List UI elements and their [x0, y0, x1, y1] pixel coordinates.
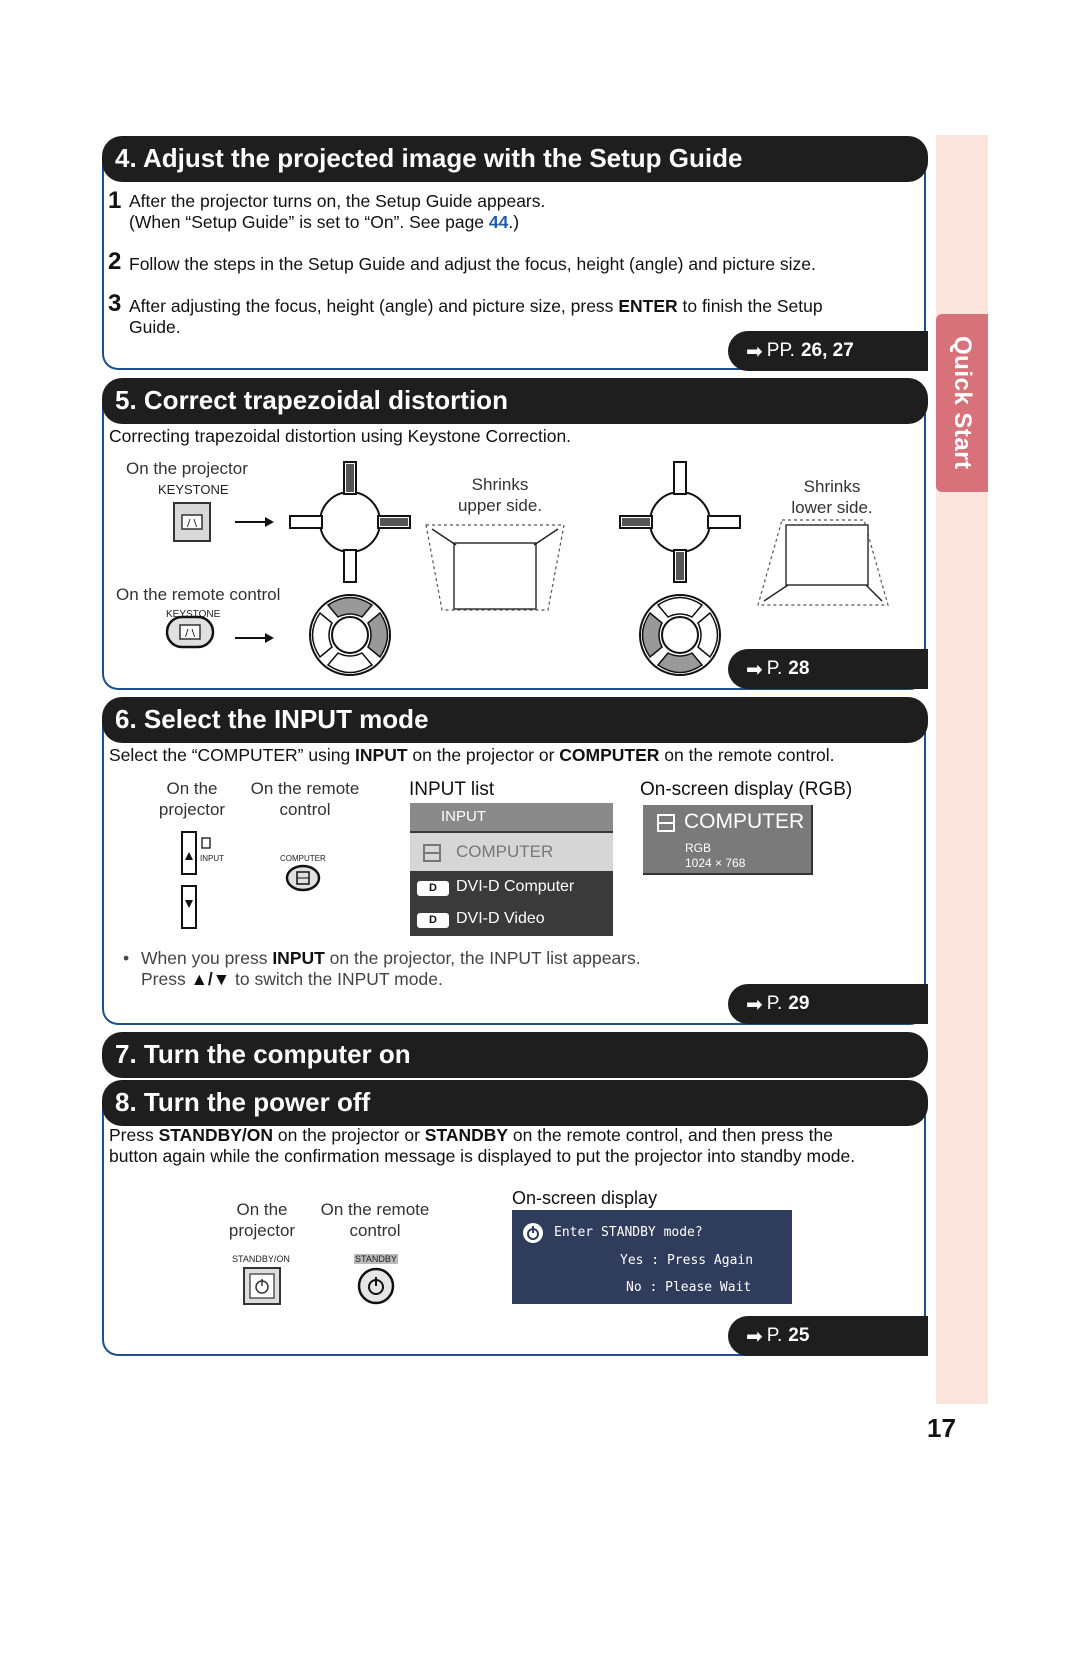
input-list-item[interactable]: DVI-D Video: [456, 910, 545, 927]
section-6-bullet: •: [123, 948, 130, 968]
keystone-label: KEYSTONE: [158, 482, 229, 497]
arrow-right-icon: [235, 633, 274, 643]
step-3-text: After adjusting the focus, height (angle…: [129, 296, 823, 337]
section-8-instructions: Press STANDBY/ON on the projector or STA…: [109, 1125, 856, 1166]
section-6-note: When you press INPUT on the projector, t…: [141, 948, 641, 989]
projector-input-button[interactable]: [180, 830, 220, 930]
computer-icon: [657, 814, 675, 832]
page-number: 17: [927, 1413, 956, 1443]
remote-keystone-button[interactable]: / \: [165, 615, 215, 649]
keystone-diagram: / \ / \: [165, 461, 889, 676]
on-the-projector-label: On the projector: [126, 459, 248, 478]
section-5-page-ref[interactable]: ➡P.28: [728, 649, 928, 689]
standby-osd-panel: [512, 1210, 792, 1304]
standby-on-label: STANDBY/ON: [232, 1254, 290, 1264]
section-6-page-ref[interactable]: ➡P.29: [728, 984, 928, 1024]
lower-side-shrink-figure: [757, 519, 889, 606]
input-list-title: INPUT list: [409, 779, 495, 800]
power-icon: [523, 1223, 543, 1243]
on-the-remote-label: On the remote control: [116, 585, 281, 604]
step-2-text: Follow the steps in the Setup Guide and …: [129, 254, 816, 274]
section-5-title: 5. Correct trapezoidal distortion: [115, 385, 508, 415]
upper-side-shrink-figure: [425, 524, 565, 611]
projector-keystone-button[interactable]: / \: [173, 502, 211, 542]
remote-computer-button[interactable]: [284, 864, 324, 894]
arrow-right-icon: ➡: [746, 993, 763, 1016]
quick-start-tab-label: Quick Start: [949, 336, 976, 470]
projector-input-label: INPUT: [200, 854, 224, 863]
osd-rgb-source: COMPUTER: [684, 810, 805, 833]
section-6-header: 6. Select the INPUT mode: [102, 697, 928, 743]
arrow-right-icon: ➡: [746, 1325, 763, 1348]
remote-dpad-up-right[interactable]: [309, 594, 391, 676]
osd-rgb-panel: [643, 805, 813, 875]
svg-text:/ \: / \: [185, 628, 196, 639]
section-4-title: 4. Adjust the projected image with the S…: [115, 143, 743, 173]
section-7-title: 7. Turn the computer on: [115, 1039, 411, 1069]
projector-standby-button[interactable]: [242, 1266, 282, 1306]
section-4-page-ref[interactable]: ➡PP.26, 27: [728, 331, 928, 371]
section-4-header: 4. Adjust the projected image with the S…: [102, 136, 928, 182]
section-6-title: 6. Select the INPUT mode: [115, 704, 429, 734]
section-5-intro: Correcting trapezoidal distortion using …: [109, 426, 572, 446]
projector-cross-pad-down[interactable]: [619, 461, 741, 583]
remote-keystone-label: KEYSTONE: [166, 609, 221, 620]
projector-cross-pad-up[interactable]: [289, 461, 411, 583]
arrow-right-icon: ➡: [746, 340, 763, 363]
section-7-header: 7. Turn the computer on: [102, 1032, 928, 1078]
svg-text:/ \: / \: [187, 518, 198, 529]
osd-rgb-resolution: 1024 × 768: [685, 856, 746, 870]
step-1-text: After the projector turns on, the Setup …: [129, 191, 546, 232]
remote-standby-button[interactable]: [356, 1266, 396, 1306]
step-1-number: 1: [108, 187, 122, 214]
section-6-intro: Select the “COMPUTER” using INPUT on the…: [109, 745, 835, 765]
section-5-header: 5. Correct trapezoidal distortion: [102, 378, 928, 424]
quick-start-tab[interactable]: [936, 314, 988, 492]
standby-osd-yes: Yes : Press Again: [620, 1253, 754, 1268]
standby-osd-title: On-screen display: [512, 1188, 658, 1208]
arrow-right-icon: [235, 517, 274, 527]
section-8-page-ref[interactable]: ➡P.25: [728, 1316, 928, 1356]
input-list-item-selected[interactable]: COMPUTER: [410, 833, 613, 871]
computer-icon: [423, 844, 441, 862]
input-list-item[interactable]: DVI-D Computer: [456, 878, 575, 895]
section-5-box: [102, 398, 926, 690]
dvi-badge: D: [417, 913, 449, 928]
remote-dpad-down-left[interactable]: [639, 594, 721, 676]
osd-rgb-title: On-screen display (RGB): [640, 779, 853, 800]
section-6-box: [102, 717, 926, 1025]
section-8-title: 8. Turn the power off: [115, 1087, 371, 1117]
standby-osd-no: No : Please Wait: [626, 1280, 752, 1295]
step-3-number: 3: [108, 290, 122, 317]
remote-computer-label: COMPUTER: [280, 854, 326, 863]
section-8-box: [102, 1100, 926, 1356]
osd-rgb-signal: RGB: [685, 841, 712, 855]
dvi-badge: D: [417, 881, 449, 896]
standby-osd-prompt: Enter STANDBY mode?: [554, 1225, 703, 1240]
standby-label: STANDBY: [354, 1254, 398, 1264]
section-4-box: [102, 156, 926, 370]
page-44-link[interactable]: 44: [488, 212, 509, 232]
section-8-header: 8. Turn the power off: [102, 1080, 928, 1126]
step-2-number: 2: [108, 248, 122, 275]
input-list-header: INPUT: [410, 803, 613, 831]
arrow-right-icon: ➡: [746, 658, 763, 681]
